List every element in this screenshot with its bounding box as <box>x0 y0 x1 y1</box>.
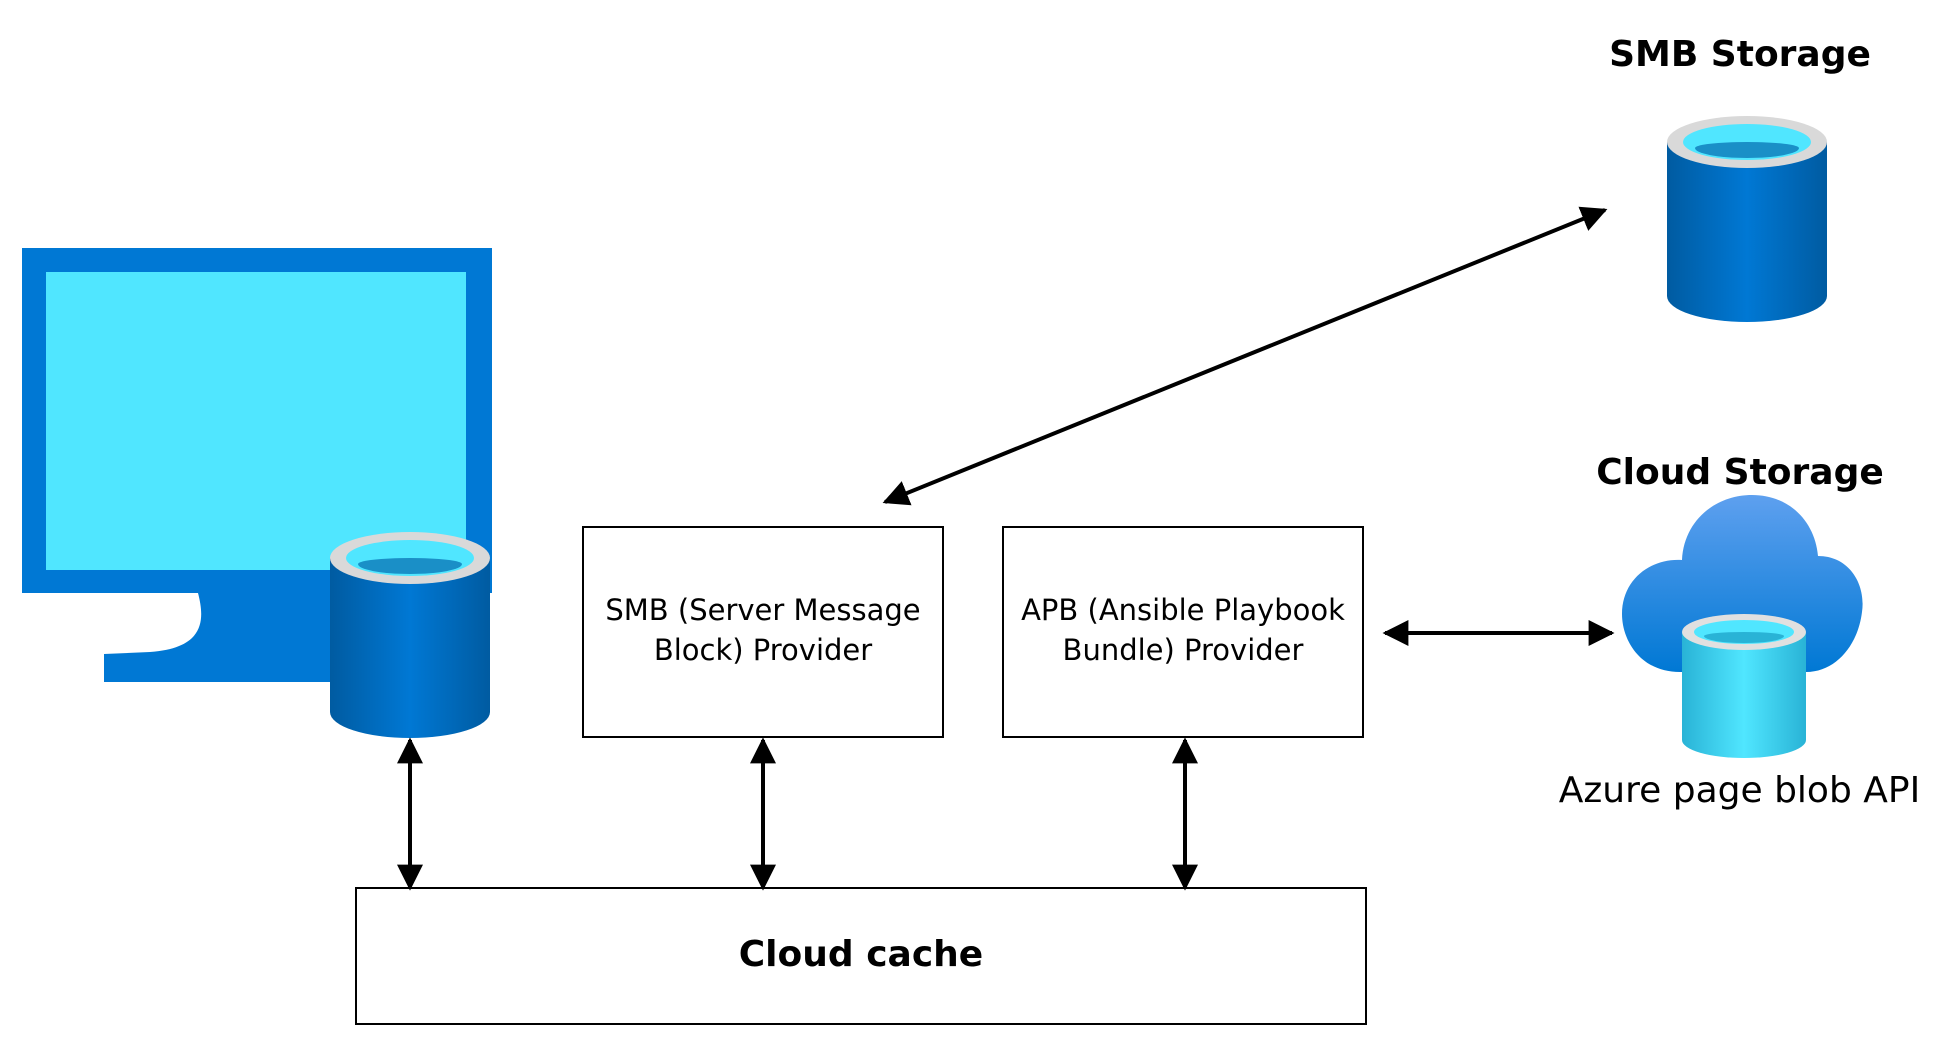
cloud-cache-box <box>355 887 1367 1025</box>
cloud-database-icon <box>1682 614 1806 758</box>
apb-provider-label-line2: Bundle) Provider <box>1062 633 1304 667</box>
smb-provider-label-line2: Block) Provider <box>653 633 873 667</box>
smb-provider-label: SMB (Server Message Block) Provider <box>583 590 943 670</box>
apb-provider-box <box>1002 526 1364 738</box>
azure-page-blob-api-label: Azure page blob API <box>1558 770 1921 811</box>
apb-provider-label-line1: APB (Ansible Playbook <box>1021 593 1345 627</box>
apb-provider-label: APB (Ansible Playbook Bundle) Provider <box>1003 590 1363 670</box>
smb-provider-label-line1: SMB (Server Message <box>605 593 921 627</box>
cloud-storage-title: Cloud Storage <box>1596 452 1884 493</box>
cloud-cache-label: Cloud cache <box>738 934 984 975</box>
monitor-icon <box>22 248 492 682</box>
smb-storage-database-icon <box>1667 116 1827 322</box>
smb-provider-to-smb-storage-arrow <box>882 206 1608 506</box>
smb-storage-title: SMB Storage <box>1609 34 1871 75</box>
local-database-icon <box>330 532 490 738</box>
smb-provider-box <box>582 526 944 738</box>
